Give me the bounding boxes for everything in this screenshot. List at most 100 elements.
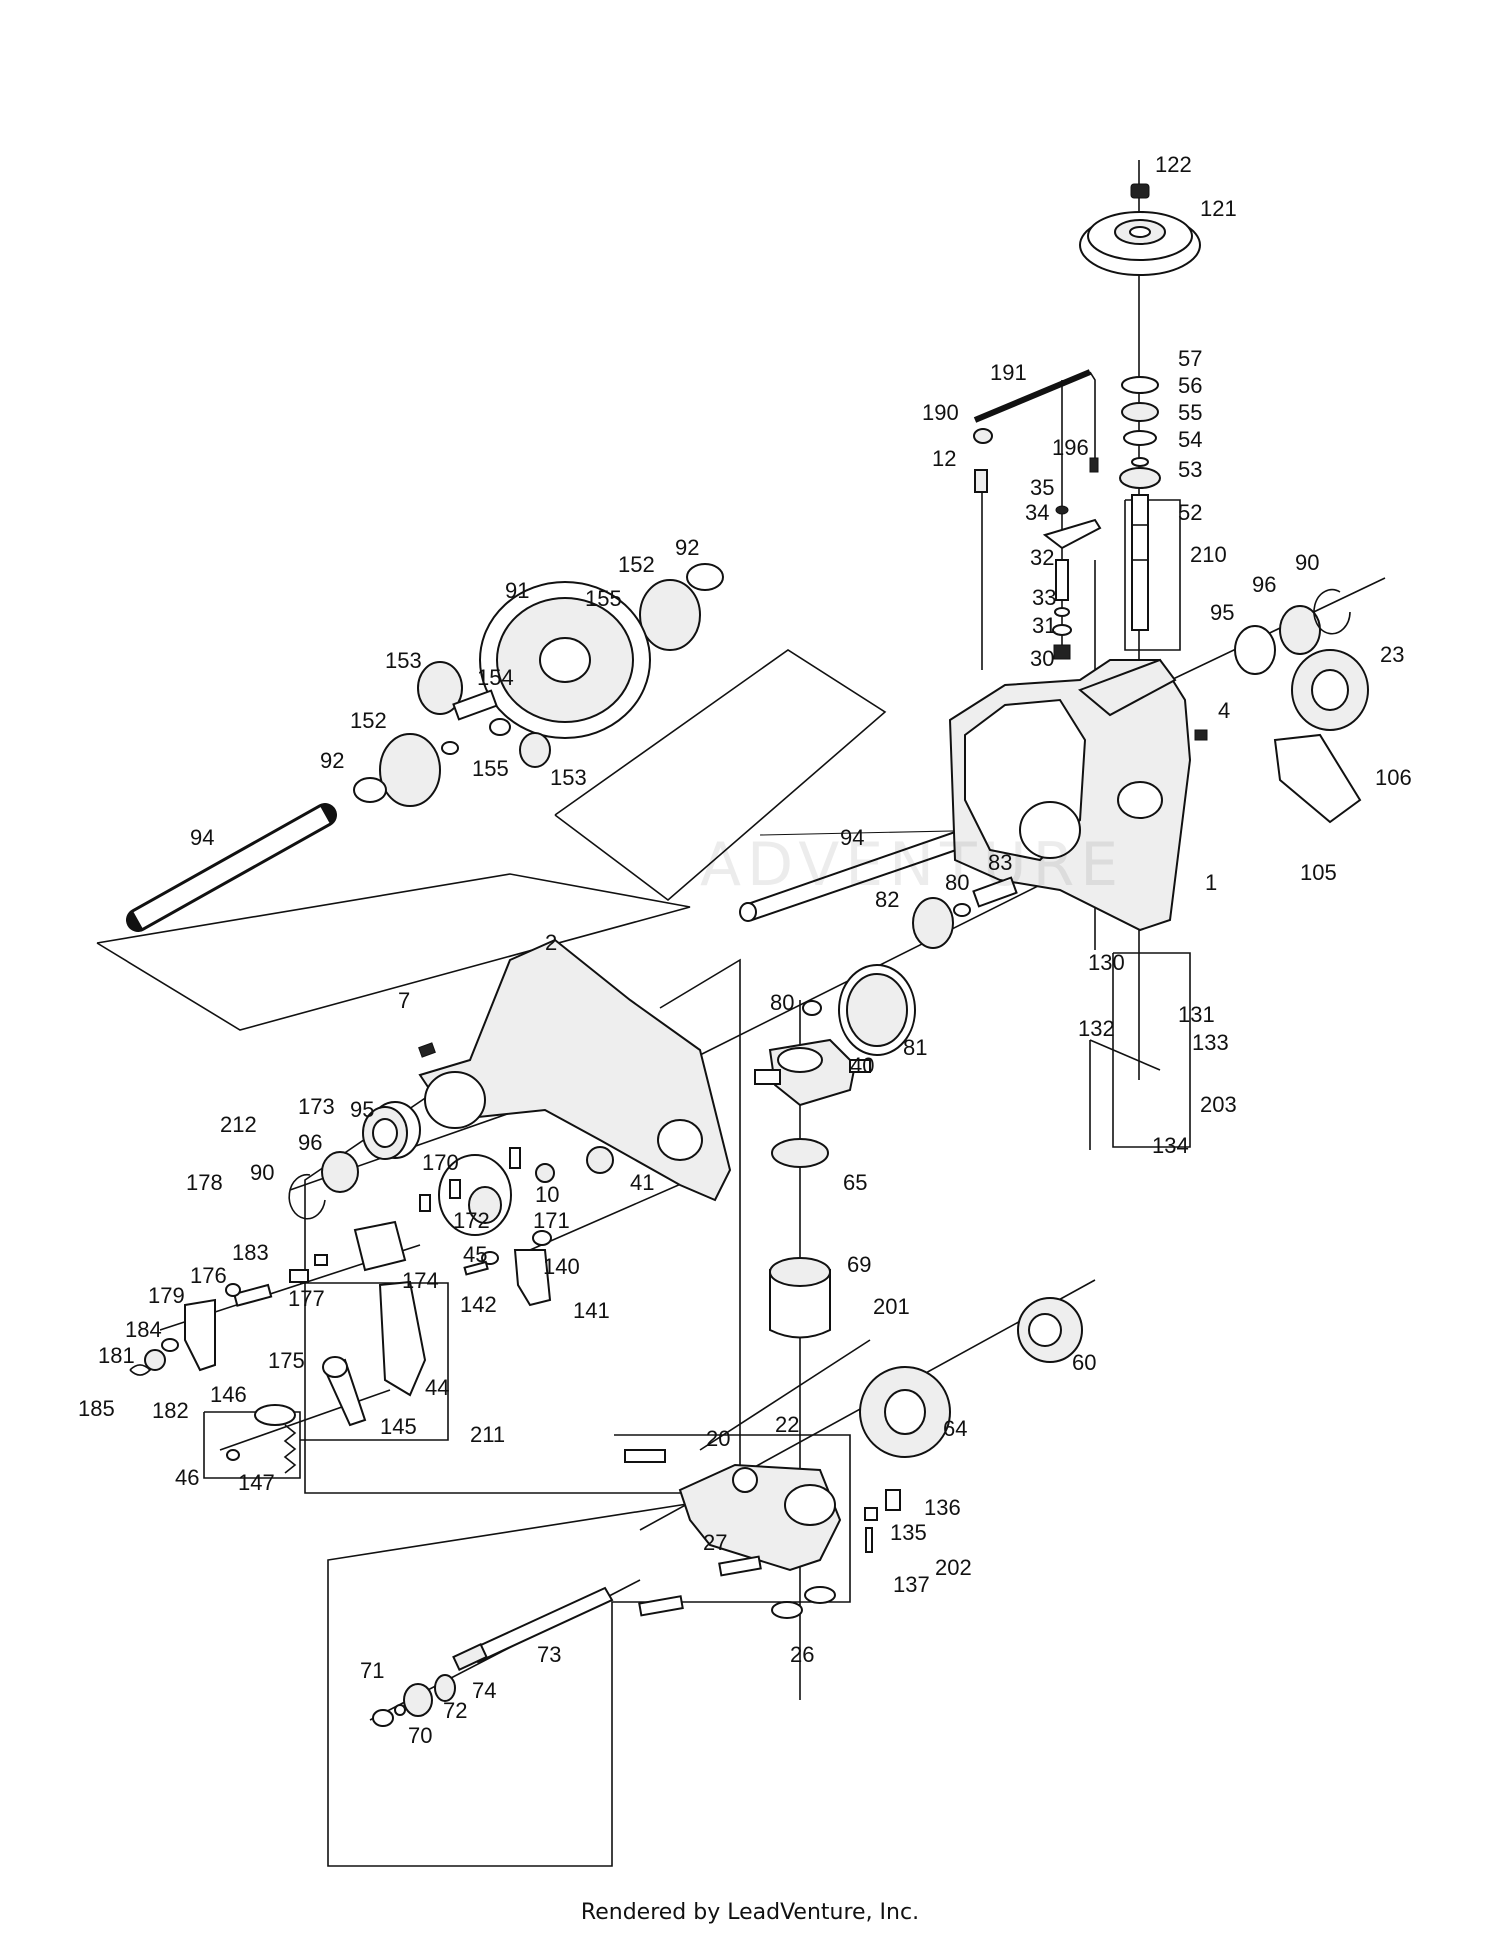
callout-173: 173 <box>298 1094 335 1119</box>
callout-203: 203 <box>1200 1092 1237 1117</box>
lever-assembly <box>129 1280 427 1474</box>
callout-90: 90 <box>1295 550 1319 575</box>
callout-147: 147 <box>238 1470 275 1495</box>
callout-190: 190 <box>922 400 959 425</box>
callout-82: 82 <box>875 887 899 912</box>
callout-153: 153 <box>550 765 587 790</box>
callout-202: 202 <box>935 1555 972 1580</box>
callout-80: 80 <box>770 990 794 1015</box>
callout-34: 34 <box>1025 500 1049 525</box>
callout-73: 73 <box>537 1642 561 1667</box>
callout-136: 136 <box>924 1495 961 1520</box>
control-parts <box>225 1147 552 1307</box>
callout-201: 201 <box>873 1294 910 1319</box>
callout-81: 81 <box>903 1035 927 1060</box>
callout-96: 96 <box>1252 572 1276 597</box>
callout-179: 179 <box>148 1283 185 1308</box>
callout-181: 181 <box>98 1343 135 1368</box>
callout-12: 12 <box>932 446 956 471</box>
callout-92: 92 <box>320 748 344 773</box>
callout-182: 182 <box>152 1398 189 1423</box>
callout-132: 132 <box>1078 1016 1115 1041</box>
callout-94: 94 <box>190 825 214 850</box>
axle-left-box <box>96 873 691 1031</box>
callout-140: 140 <box>543 1254 580 1279</box>
callout-178: 178 <box>186 1170 223 1195</box>
callout-23: 23 <box>1380 642 1404 667</box>
callout-90: 90 <box>250 1160 274 1185</box>
callout-184: 184 <box>125 1317 162 1342</box>
left-bearings <box>288 1106 614 1220</box>
callout-40: 40 <box>850 1053 874 1078</box>
callout-7: 7 <box>398 988 410 1013</box>
callout-31: 31 <box>1032 613 1056 638</box>
callout-155: 155 <box>472 756 509 781</box>
callout-172: 172 <box>453 1208 490 1233</box>
motor-box <box>327 1434 851 1867</box>
callout-176: 176 <box>190 1263 227 1288</box>
callout-71: 71 <box>360 1658 384 1683</box>
callout-30: 30 <box>1030 646 1054 671</box>
callout-135: 135 <box>890 1520 927 1545</box>
callout-211: 211 <box>470 1422 505 1447</box>
footer-credit: Rendered by LeadVenture, Inc. <box>580 1900 920 1925</box>
differential-gears <box>353 563 724 807</box>
callout-191: 191 <box>990 360 1027 385</box>
callout-153: 153 <box>385 648 422 673</box>
callout-212: 212 <box>220 1112 257 1137</box>
callout-52: 52 <box>1178 500 1202 525</box>
seal-stack <box>1119 376 1161 631</box>
callout-72: 72 <box>443 1698 467 1723</box>
callout-4: 4 <box>1218 698 1230 723</box>
callout-83: 83 <box>988 850 1012 875</box>
group-outlines <box>96 499 1191 1867</box>
callout-1: 1 <box>1205 870 1217 895</box>
callout-27: 27 <box>703 1530 727 1555</box>
pulley-121 <box>1079 211 1201 276</box>
callout-41: 41 <box>630 1170 654 1195</box>
callout-2: 2 <box>545 930 557 955</box>
callout-177: 177 <box>288 1286 325 1311</box>
callout-33: 33 <box>1032 585 1056 610</box>
callout-141: 141 <box>573 1298 610 1323</box>
pump-shaft-box <box>1124 499 1181 651</box>
callout-22: 22 <box>775 1412 799 1437</box>
pump-cylinder <box>769 1138 1083 1458</box>
callout-137: 137 <box>893 1572 930 1597</box>
callout-121: 121 <box>1200 196 1237 221</box>
callout-196: 196 <box>1052 435 1089 460</box>
callout-130: 130 <box>1088 950 1125 975</box>
callout-122: 122 <box>1155 152 1192 177</box>
bearings-right <box>1234 588 1369 824</box>
callout-55: 55 <box>1178 400 1202 425</box>
callout-69: 69 <box>847 1252 871 1277</box>
motor-shaft-73 <box>372 1586 614 1727</box>
callout-94: 94 <box>840 825 864 850</box>
callout-65: 65 <box>843 1170 867 1195</box>
callout-174: 174 <box>402 1268 439 1293</box>
plate-box <box>1112 952 1191 1148</box>
callout-74: 74 <box>472 1678 496 1703</box>
callout-44: 44 <box>425 1375 449 1400</box>
callout-46: 46 <box>175 1465 199 1490</box>
callout-171: 171 <box>533 1208 570 1233</box>
gears-81-82 <box>802 876 1018 1056</box>
callout-57: 57 <box>1178 346 1202 371</box>
callout-183: 183 <box>232 1240 269 1265</box>
callout-155: 155 <box>585 586 622 611</box>
bypass-assembly <box>1042 505 1102 660</box>
callout-95: 95 <box>1210 600 1234 625</box>
arm-box <box>300 1282 449 1441</box>
callout-96: 96 <box>298 1130 322 1155</box>
callout-134: 134 <box>1152 1133 1189 1158</box>
watermark: ADVENTURE <box>700 830 1125 900</box>
callout-145: 145 <box>380 1414 417 1439</box>
callout-152: 152 <box>618 552 655 577</box>
callout-106: 106 <box>1375 765 1412 790</box>
callout-154: 154 <box>477 665 514 690</box>
callout-32: 32 <box>1030 545 1054 570</box>
callout-185: 185 <box>78 1396 115 1421</box>
callout-152: 152 <box>350 708 387 733</box>
